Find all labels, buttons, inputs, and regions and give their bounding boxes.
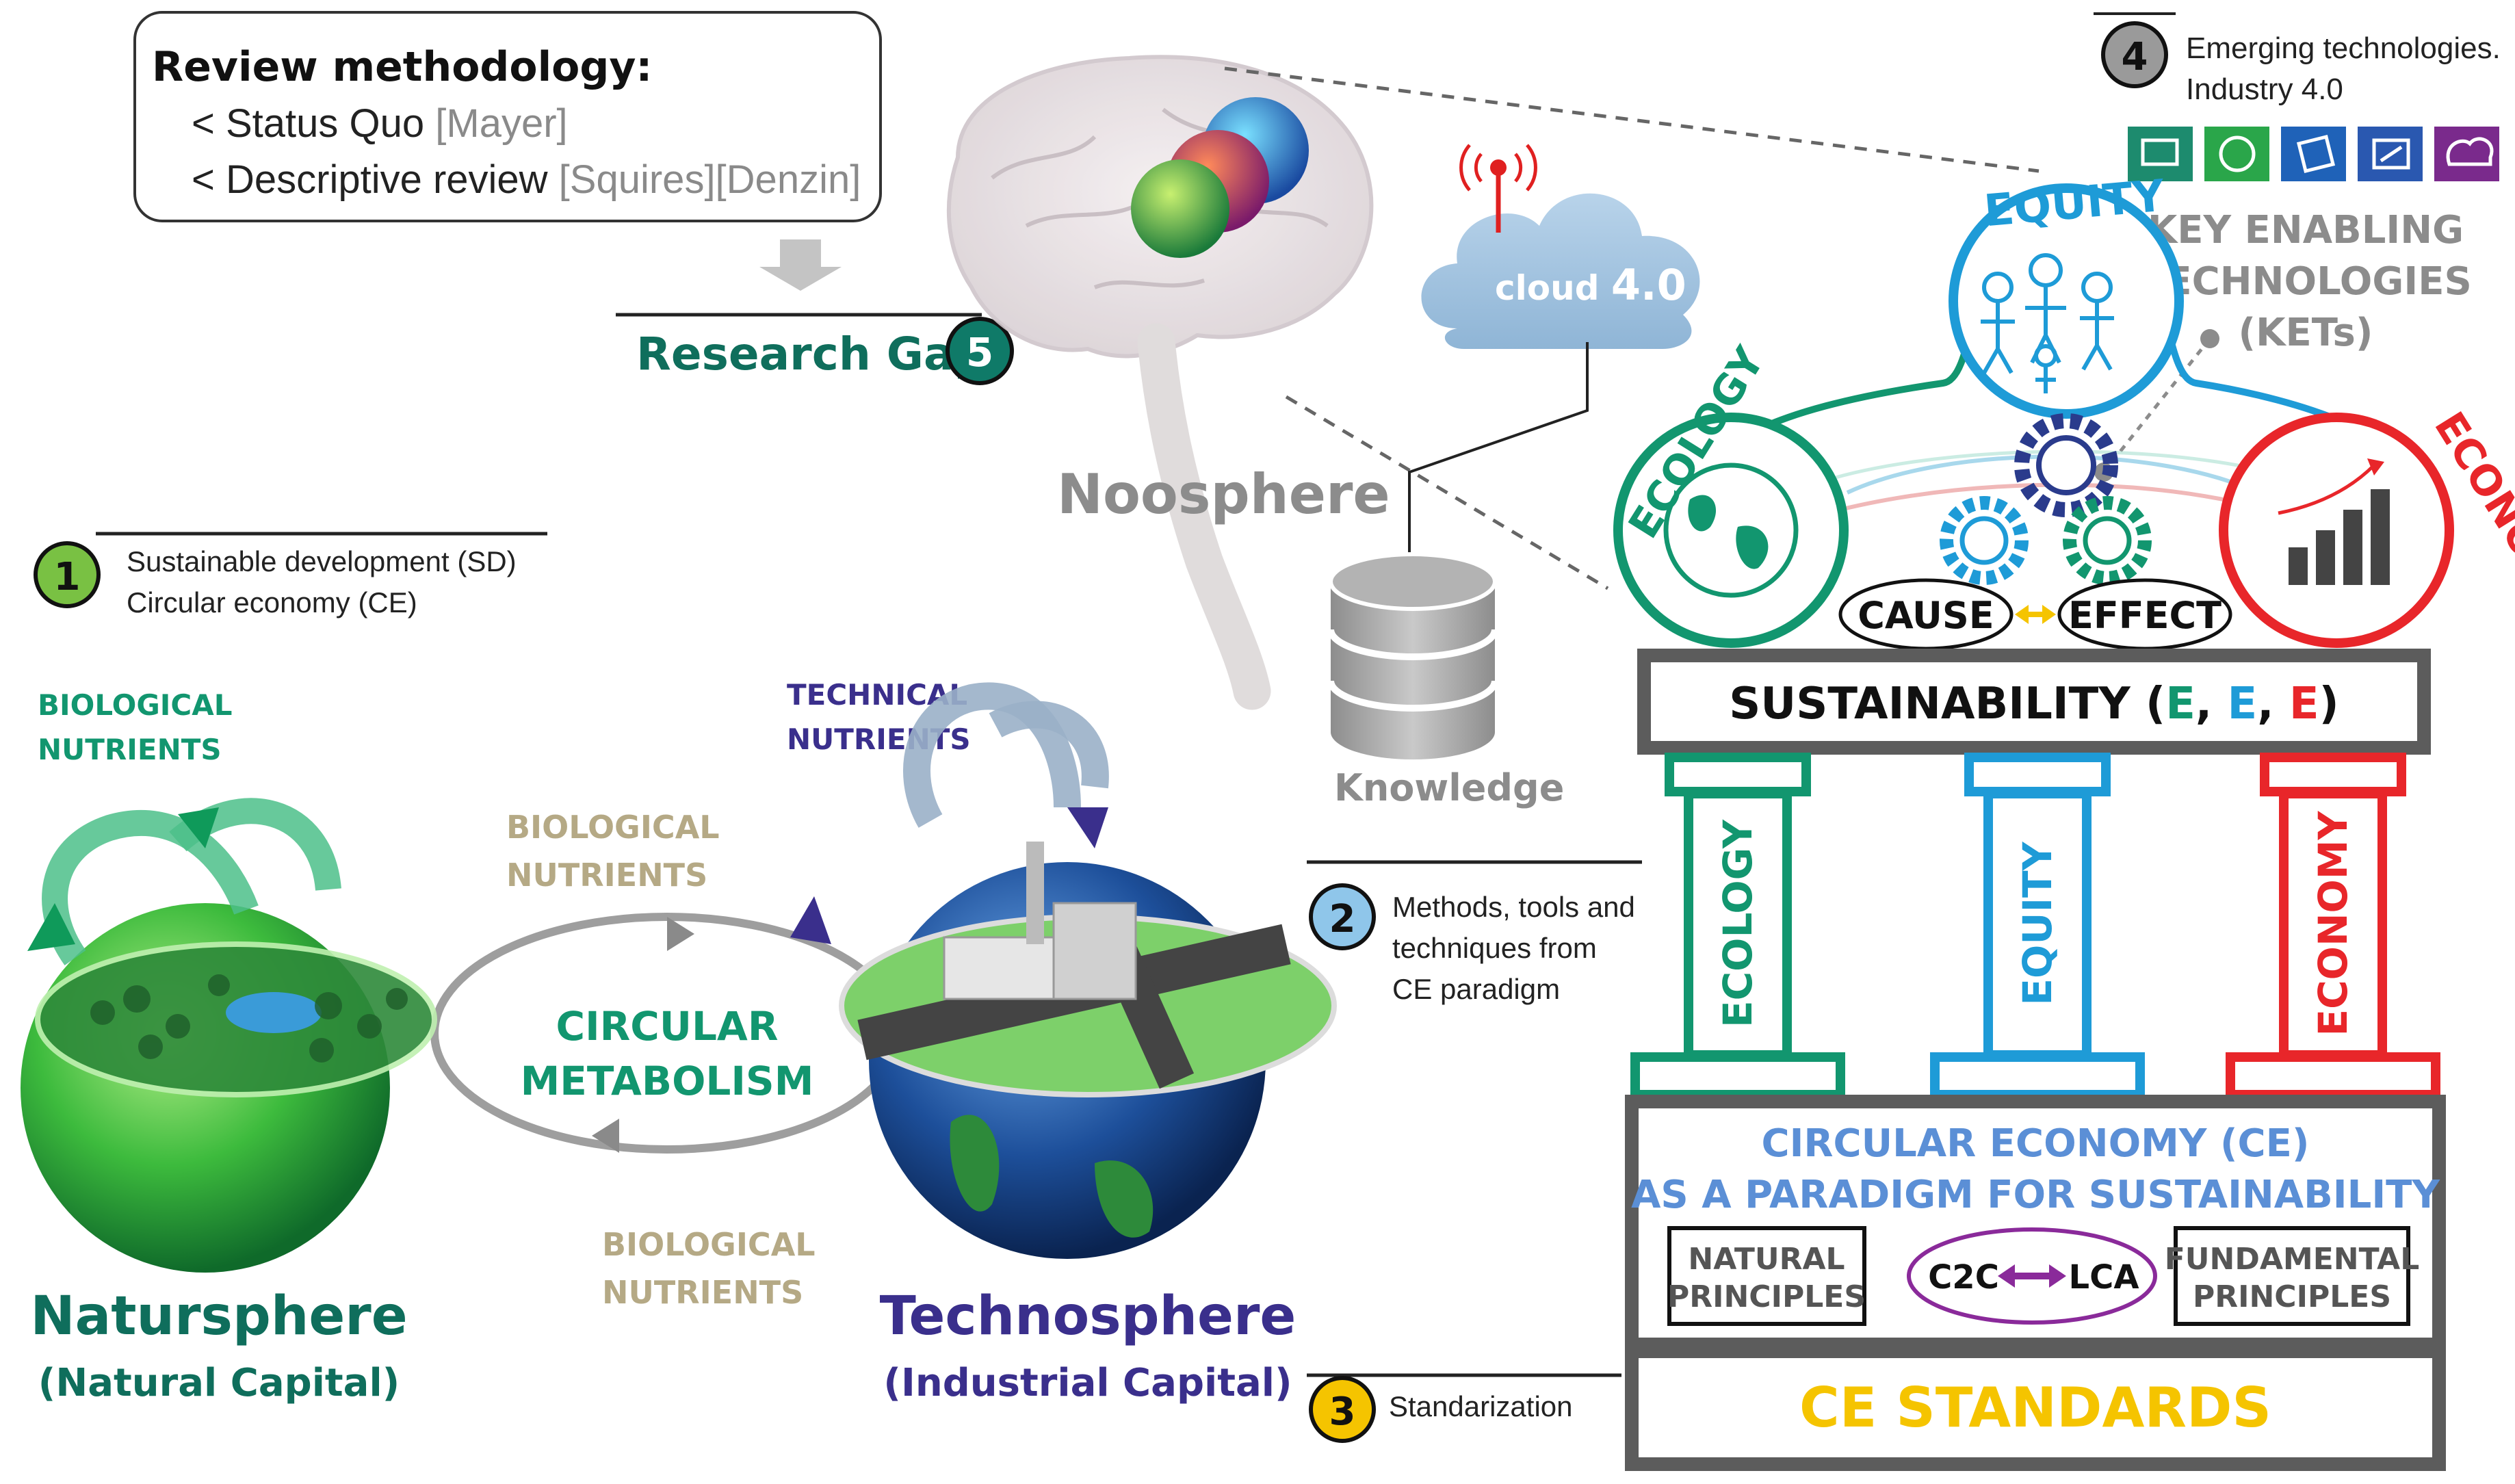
lca-label: LCA bbox=[2069, 1258, 2139, 1297]
knowledge-label: Knowledge bbox=[1334, 766, 1564, 809]
ecology-pillar-label: ECOLOGY bbox=[1715, 819, 1761, 1028]
connector-line bbox=[1224, 66, 2040, 173]
industrial-capital-label: (Industrial Capital) bbox=[883, 1361, 1292, 1405]
bio-nutrients-top-label: BIOLOGICAL bbox=[506, 809, 720, 846]
step-1-line1: Sustainable development (SD) bbox=[127, 545, 517, 577]
connector-line bbox=[1285, 395, 1609, 590]
tech-icon bbox=[2128, 127, 2193, 181]
brain-illustration: Noosphere bbox=[946, 55, 1390, 710]
research-gap: Research Gap 5 bbox=[616, 313, 1014, 385]
natural-principles-box bbox=[1667, 1226, 1866, 1326]
tech-icon bbox=[2434, 127, 2499, 181]
kets-label: KEY ENABLING TECHNOLOGIES (KETs) bbox=[2094, 208, 2472, 482]
step-4-badge bbox=[2101, 21, 2168, 88]
step-2-line3: CE paradigm bbox=[1392, 973, 1560, 1005]
review-methodology-box: Review methodology: < Status Quo [Mayer]… bbox=[133, 11, 882, 222]
ce-standards-label: CE STANDARDS bbox=[1799, 1376, 2271, 1440]
nutrient-labels: BIOLOGICAL NUTRIENTS TECHNICAL NUTRIENTS… bbox=[38, 678, 971, 1311]
sustainability-label: SUSTAINABILITY (E, E, E) bbox=[1729, 679, 2339, 729]
bio-nutrients-bottom-label: NUTRIENTS bbox=[602, 1274, 803, 1311]
bio-nutrients-label: NUTRIENTS bbox=[38, 733, 222, 766]
globe-icon bbox=[1663, 463, 1799, 598]
ee-triangle: EQUITY ECOLOGY ECONOMY bbox=[1613, 171, 2515, 651]
svg-text:3: 3 bbox=[1329, 1390, 1356, 1434]
step-1-line2: Circular economy (CE) bbox=[127, 586, 417, 619]
gear-icon bbox=[2014, 413, 2118, 517]
step-2: 2 Methods, tools and techniques from CE … bbox=[1307, 860, 1642, 1005]
ce-standards-block bbox=[1625, 1344, 2446, 1471]
natural-capital-label: (Natural Capital) bbox=[38, 1361, 400, 1405]
step-2-line1: Methods, tools and bbox=[1392, 891, 1635, 923]
review-title: Review methodology: bbox=[152, 43, 652, 91]
circular-metabolism-label: CIRCULAR bbox=[556, 1003, 779, 1050]
double-arrow-icon bbox=[2015, 605, 2056, 624]
economy-pillar-label: ECONOMY bbox=[2310, 810, 2356, 1036]
ce-title-line2: AS A PARADIGM FOR SUSTAINABILITY bbox=[1631, 1173, 2440, 1217]
step-4-line2: Industry 4.0 bbox=[2186, 73, 2343, 106]
c2c-label: C2C bbox=[1928, 1258, 1999, 1297]
effect-label: EFFECT bbox=[2068, 594, 2221, 637]
step-2-badge bbox=[1309, 883, 1376, 950]
svg-text:PRINCIPLES: PRINCIPLES bbox=[1667, 1279, 1866, 1314]
cloud-icon: cloud 4.0 bbox=[1421, 144, 1700, 349]
step-3: 3 Standarization bbox=[1307, 1373, 1621, 1443]
svg-text:PRINCIPLES: PRINCIPLES bbox=[2193, 1279, 2391, 1314]
database-icon: Knowledge bbox=[1327, 552, 1564, 809]
step-4: 4 Emerging technologies. Industry 4.0 bbox=[2094, 12, 2501, 181]
technosphere-label: Technosphere bbox=[880, 1286, 1296, 1347]
review-item-descriptive: < Descriptive review [Squires][Denzin] bbox=[192, 157, 861, 202]
globe-icon bbox=[1131, 159, 1229, 258]
equity-circle bbox=[1949, 183, 2184, 419]
equity-pillar bbox=[1983, 789, 2092, 1060]
step-3-badge bbox=[1309, 1376, 1376, 1443]
arrow-right-icon bbox=[667, 917, 694, 951]
svg-text:FUNDAMENTAL: FUNDAMENTAL bbox=[2165, 1242, 2420, 1277]
svg-text:(KETs): (KETs) bbox=[2239, 311, 2373, 355]
cause-label: CAUSE bbox=[1858, 594, 1994, 637]
bio-nutrients-label: BIOLOGICAL bbox=[38, 688, 233, 722]
svg-text:2: 2 bbox=[1329, 897, 1356, 941]
ecology-circle bbox=[1613, 413, 1849, 648]
down-arrow-icon bbox=[759, 239, 842, 291]
bio-nutrients-top-label: NUTRIENTS bbox=[506, 857, 707, 894]
equity-pillar-label: EQUITY bbox=[2014, 841, 2061, 1005]
connector-line bbox=[1408, 342, 1589, 561]
natursphere-label: Natursphere bbox=[30, 1286, 407, 1347]
people-icon bbox=[1981, 253, 2114, 393]
natursphere-globe: Natursphere (Natural Capital) bbox=[21, 798, 437, 1405]
economy-circle bbox=[2219, 413, 2454, 648]
technosphere-globe: Technosphere (Industrial Capital) bbox=[790, 682, 1337, 1405]
review-item-status-quo: < Status Quo [Mayer] bbox=[192, 101, 568, 146]
step-5-badge bbox=[946, 317, 1014, 385]
svg-text:NATURAL: NATURAL bbox=[1688, 1242, 1845, 1277]
step-3-line1: Standarization bbox=[1389, 1390, 1573, 1422]
svg-text:5: 5 bbox=[966, 329, 993, 376]
gear-icon bbox=[2063, 496, 2152, 585]
noosphere-label: Noosphere bbox=[1057, 463, 1390, 526]
svg-text:TECHNOLOGIES: TECHNOLOGIES bbox=[2139, 259, 2472, 304]
step-2-line2: techniques from bbox=[1392, 932, 1597, 964]
bar-chart-icon bbox=[2278, 458, 2390, 585]
sustainability-temple: SUSTAINABILITY (E, E, E) ECOLOGY EQUITY … bbox=[1625, 649, 2446, 1471]
gear-icon bbox=[1940, 496, 2029, 585]
research-gap-label: Research Gap bbox=[636, 328, 987, 380]
svg-text:KEY ENABLING: KEY ENABLING bbox=[2148, 208, 2464, 252]
circular-metabolism-loop: CIRCULAR METABOLISM bbox=[430, 913, 904, 1154]
sustainability-bar bbox=[1637, 649, 2431, 755]
ce-title-line1: CIRCULAR ECONOMY (CE) bbox=[1761, 1121, 2309, 1166]
tech-icon bbox=[2281, 127, 2346, 181]
fundamental-principles-box bbox=[2174, 1226, 2410, 1326]
double-arrow-icon bbox=[1998, 1264, 2066, 1288]
bio-nutrients-bottom-label: BIOLOGICAL bbox=[602, 1226, 816, 1263]
svg-text:1: 1 bbox=[54, 555, 81, 599]
svg-text:4: 4 bbox=[2122, 35, 2148, 79]
step-1: 1 Sustainable development (SD) Circular … bbox=[34, 532, 547, 619]
arrow-left-icon bbox=[592, 1119, 619, 1153]
cloud-label: cloud 4.0 bbox=[1495, 260, 1686, 310]
step-4-line1: Emerging technologies. bbox=[2186, 31, 2501, 65]
step-1-badge bbox=[34, 541, 101, 608]
tech-icon bbox=[2204, 127, 2269, 181]
circular-metabolism-label: METABOLISM bbox=[521, 1058, 814, 1104]
